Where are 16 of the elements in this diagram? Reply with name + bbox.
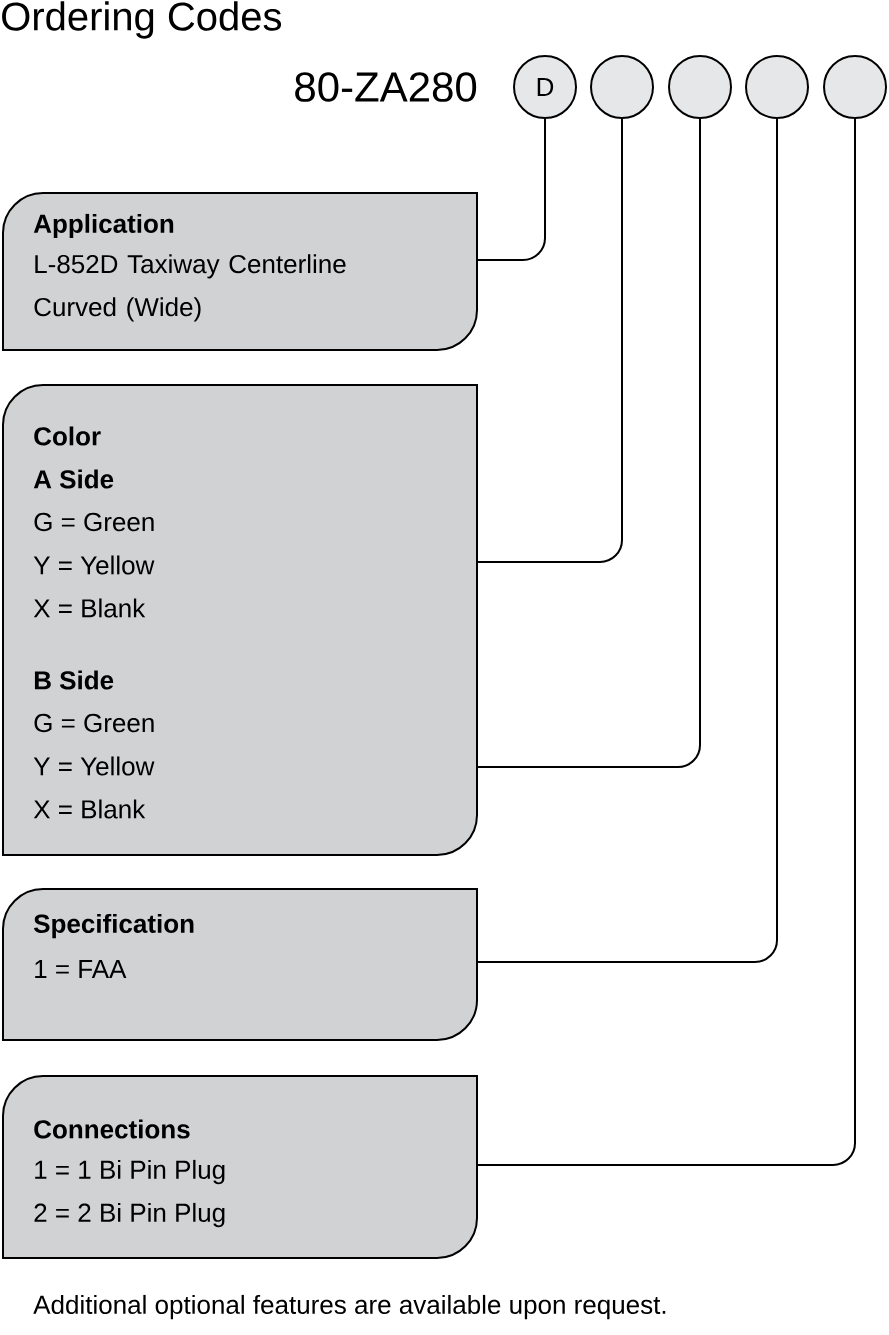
code-circle xyxy=(590,55,654,119)
code-circle xyxy=(745,55,809,119)
connector-line xyxy=(476,118,623,563)
info-box: Connections 1 = 1 Bi Pin Plug 2 = 2 Bi Pin Plug xyxy=(2,1075,478,1259)
connector-line xyxy=(476,118,701,768)
connector-line xyxy=(476,118,546,261)
info-box: Color A Side G = Green Y = Yellow X = Blank B Side G = Green Y = Yellow X = Blank xyxy=(2,384,478,856)
connector-line xyxy=(476,118,778,963)
code-circle xyxy=(668,55,732,119)
connector-line xyxy=(476,118,856,1166)
footnote: Additional optional features are available upon request. xyxy=(33,1294,666,1320)
info-box: Specification 1 = FAA xyxy=(2,888,478,1041)
code-circle xyxy=(823,55,887,119)
part-number: 80-ZA280 xyxy=(295,72,477,102)
title: Ordering Codes xyxy=(2,1,282,39)
info-box: Application L-852D Taxiway Centerline Curved (Wide) xyxy=(2,192,478,351)
